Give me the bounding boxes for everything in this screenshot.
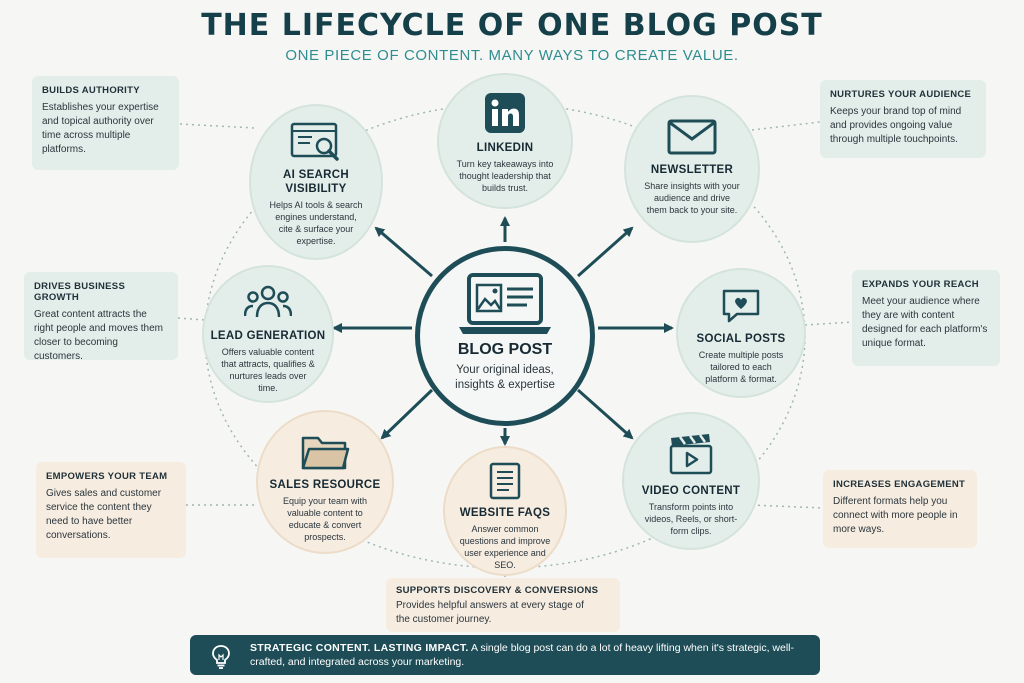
- arrow-ai-search: [374, 226, 433, 278]
- folder-icon: [301, 436, 350, 470]
- increases-engagement-title: INCREASES ENGAGEMENT: [833, 479, 966, 490]
- arrow-video-content: [577, 388, 634, 440]
- newsletter-description: Share insights with your audience and dr…: [644, 181, 740, 215]
- website-faqs-title: WEBSITE FAQS: [459, 507, 551, 519]
- lead-generation-title: LEAD GENERATION: [210, 330, 326, 342]
- nurtures-audience-title: NURTURES YOUR AUDIENCE: [830, 89, 972, 100]
- laptop-icon: [459, 273, 551, 334]
- nurtures-audience-description: Keeps your brand top of mind and provide…: [830, 106, 962, 145]
- social-posts-description: Create multiple posts tailored to each p…: [698, 350, 784, 384]
- footer-banner: STRATEGIC CONTENT. LASTING IMPACT. A sin…: [190, 635, 820, 675]
- leader-drives-growth: [177, 317, 206, 321]
- lead-generation-description: Offers valuable content that attracts, q…: [221, 347, 315, 393]
- people-icon: [244, 285, 292, 318]
- benefit-supports-discovery: SUPPORTS DISCOVERY & CONVERSIONS Provide…: [386, 578, 620, 632]
- sales-resource-description: Equip your team with valuable content to…: [282, 496, 368, 542]
- drives-growth-title: DRIVES BUSINESS GROWTH: [34, 281, 126, 303]
- builds-authority-title: BUILDS AUTHORITY: [42, 85, 140, 96]
- linkedin-description: Turn key takeaways into thought leadersh…: [456, 159, 554, 193]
- linkedin-icon: [485, 93, 525, 133]
- website-faqs-description: Answer common questions and improve user…: [459, 524, 551, 570]
- leader-nurtures-audience: [751, 121, 821, 131]
- benefit-nurtures-audience: NURTURES YOUR AUDIENCE Keeps your brand …: [820, 80, 986, 158]
- channel-video-content: VIDEO CONTENT Transform points into vide…: [622, 412, 760, 550]
- hub-title: BLOG POST: [457, 341, 553, 358]
- builds-authority-description: Establishes your expertise and topical a…: [42, 102, 159, 155]
- channel-social-posts: SOCIAL POSTS Create multiple posts tailo…: [676, 268, 806, 398]
- arrow-newsletter: [577, 226, 634, 278]
- supports-discovery-description: Provides helpful answers at every stage …: [396, 600, 584, 625]
- document-icon: [489, 462, 521, 500]
- clapperboard-icon: [669, 434, 713, 475]
- channel-sales-resource: SALES RESOURCE Equip your team with valu…: [256, 410, 394, 554]
- benefit-increases-engagement: INCREASES ENGAGEMENT Different formats h…: [823, 470, 977, 548]
- leader-builds-authority: [179, 123, 256, 129]
- video-content-description: Transform points into videos, Reels, or …: [644, 502, 738, 536]
- benefit-drives-growth: DRIVES BUSINESS GROWTH Great content att…: [24, 272, 178, 362]
- benefit-empowers-team: EMPOWERS YOUR TEAM Gives sales and custo…: [36, 462, 186, 558]
- page-title: THE LIFECYCLE OF ONE BLOG POST: [201, 8, 823, 43]
- channel-lead-generation: LEAD GENERATION Offers valuable content …: [202, 265, 334, 403]
- expands-reach-description: Meet your audience where they are with c…: [862, 296, 988, 349]
- arrow-sales-resource: [380, 388, 434, 440]
- footer-headline: STRATEGIC CONTENT. LASTING IMPACT.: [250, 642, 469, 654]
- benefit-builds-authority: BUILDS AUTHORITY Establishes your expert…: [32, 76, 179, 170]
- leader-increases-engagement: [751, 504, 824, 509]
- newsletter-title: NEWSLETTER: [650, 164, 734, 176]
- supports-discovery-title: SUPPORTS DISCOVERY & CONVERSIONS: [396, 585, 599, 596]
- envelope-icon: [667, 119, 717, 155]
- footer-text: STRATEGIC CONTENT. LASTING IMPACT. A sin…: [250, 641, 810, 669]
- channel-newsletter: NEWSLETTER Share insights with your audi…: [624, 95, 760, 243]
- linkedin-title: LINKEDIN: [476, 142, 534, 154]
- benefit-expands-reach: EXPANDS YOUR REACH Meet your audience wh…: [852, 270, 1000, 366]
- ai-search-description: Helps AI tools & search engines understa…: [269, 200, 363, 246]
- drives-growth-description: Great content attracts the right people …: [34, 309, 163, 362]
- page-subtitle: ONE PIECE OF CONTENT. MANY WAYS TO CREAT…: [285, 47, 739, 64]
- leader-expands-reach: [804, 321, 853, 326]
- browser-search-icon: [290, 122, 339, 161]
- hub-description: Your original ideas, insights & expertis…: [455, 364, 555, 391]
- expands-reach-title: EXPANDS YOUR REACH: [862, 279, 979, 290]
- video-content-title: VIDEO CONTENT: [641, 485, 741, 497]
- channel-ai-search: AI SEARCH VISIBILITY Helps AI tools & se…: [249, 104, 383, 260]
- empowers-team-description: Gives sales and customer service the con…: [46, 488, 162, 541]
- sales-resource-title: SALES RESOURCE: [269, 479, 381, 491]
- ai-search-title: AI SEARCH VISIBILITY: [283, 169, 349, 195]
- heart-chat-icon: [722, 289, 760, 323]
- social-posts-title: SOCIAL POSTS: [696, 333, 786, 345]
- footer-body: A single blog post can do a lot of heavy…: [250, 642, 795, 668]
- empowers-team-title: EMPOWERS YOUR TEAM: [46, 471, 168, 482]
- channel-linkedin: LINKEDIN Turn key takeaways into thought…: [437, 73, 573, 209]
- channel-website-faqs: WEBSITE FAQS Answer common questions and…: [443, 446, 567, 576]
- hub-blog-post: BLOG POST Your original ideas, insights …: [415, 246, 595, 426]
- lightbulb-icon: [212, 645, 230, 669]
- increases-engagement-description: Different formats help you connect with …: [833, 496, 958, 535]
